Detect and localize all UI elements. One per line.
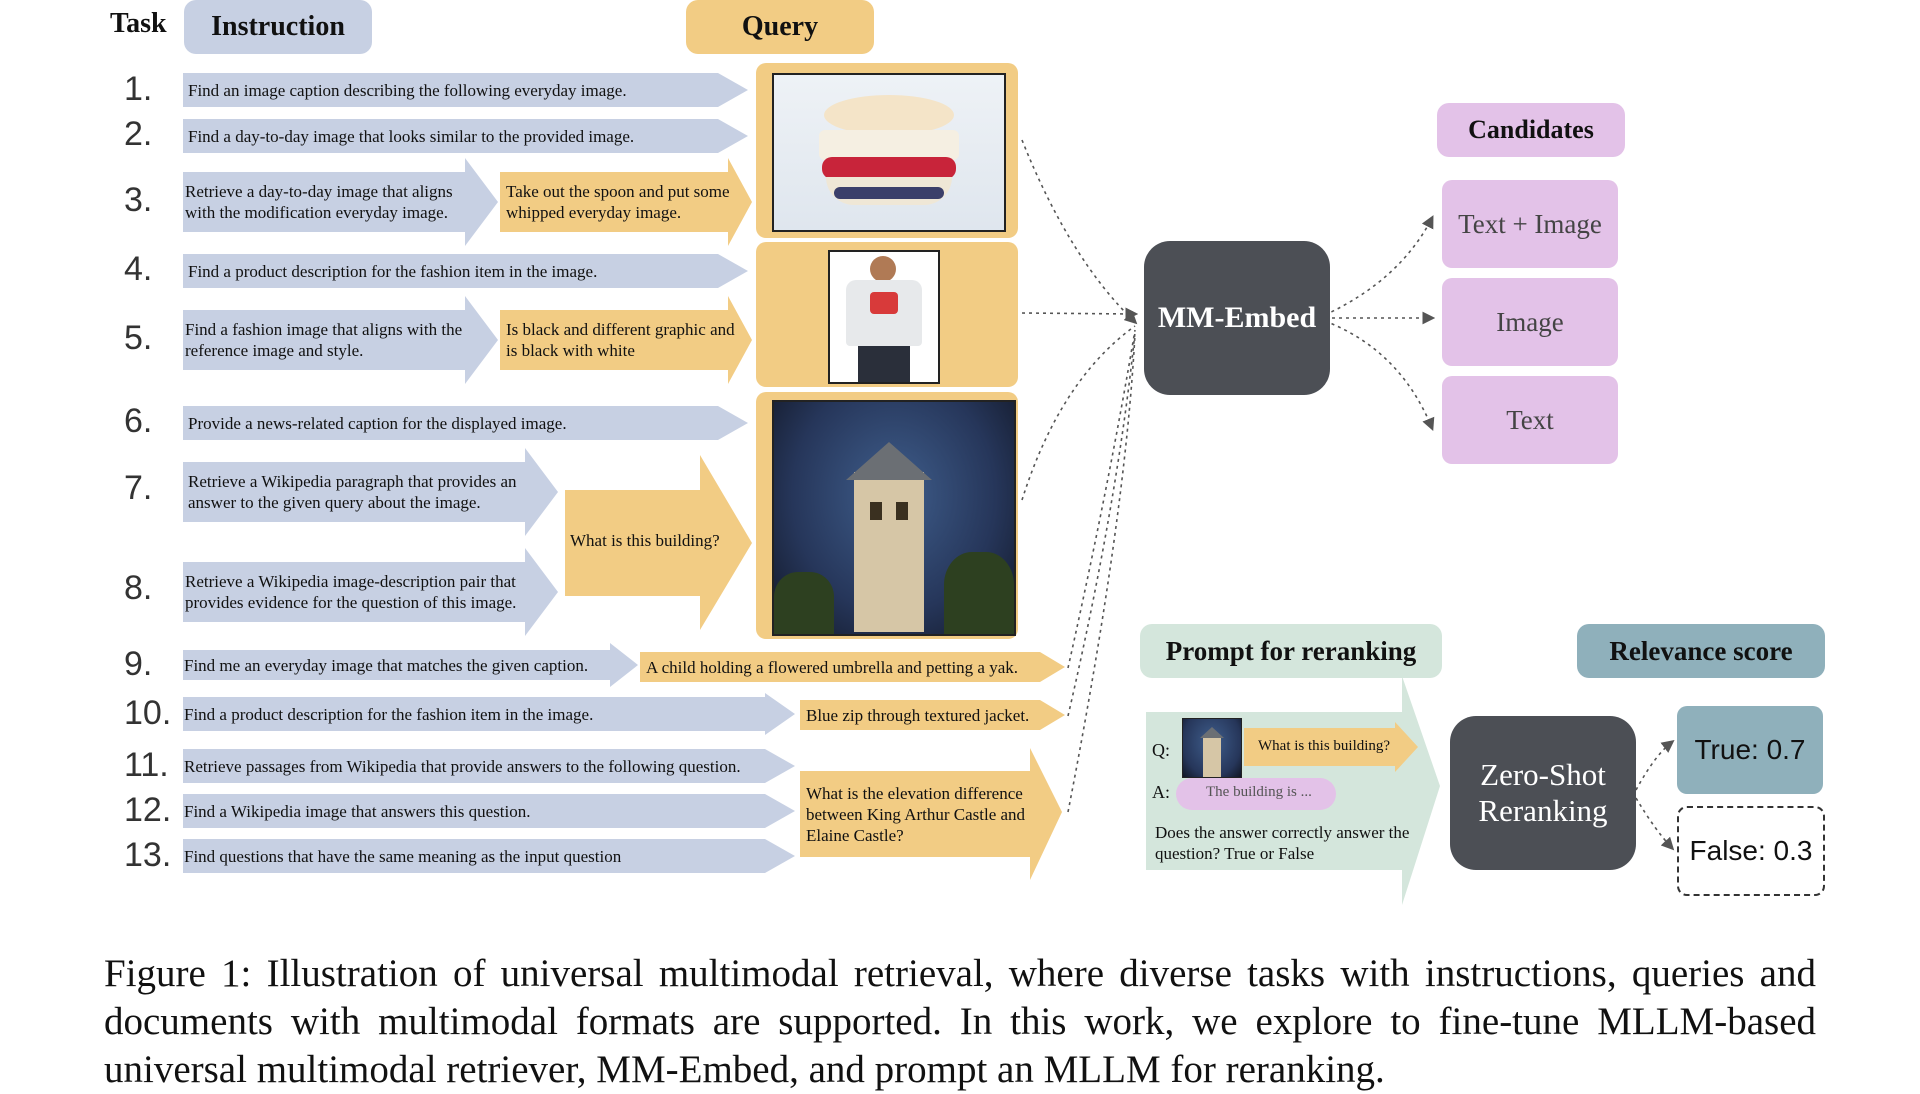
instruction-text-9: Find me an everyday image that matches t… (184, 655, 589, 675)
task-number-4: 4. (124, 250, 153, 288)
instruction-text-2: Find a day-to-day image that looks simil… (188, 126, 635, 146)
query-text-10: Blue zip through textured jacket. (806, 705, 1030, 725)
instruction-arrow-7 (183, 448, 558, 536)
query-arrow-11-13 (800, 748, 1062, 880)
query-text-9: A child holding a flowered umbrella and … (646, 657, 1019, 677)
instruction-text-8: Retrieve a Wikipedia image-description p… (185, 572, 517, 612)
instruction-text-4: Find a product description for the fashi… (188, 261, 598, 281)
prompt-question-arrow (1244, 722, 1418, 772)
mm-embed-model: MM-Embed (1144, 241, 1330, 395)
instruction-arrow-2 (183, 119, 748, 153)
relevance-score-header: Relevance score (1577, 624, 1825, 678)
task-number-2: 2. (124, 115, 153, 153)
task-header: Task (110, 8, 167, 39)
query-arrow-3 (500, 158, 752, 246)
instruction-text-11: Retrieve passages from Wikipedia that pr… (184, 756, 741, 776)
candidates-header: Candidates (1437, 103, 1625, 157)
instruction-arrow-13 (183, 839, 795, 873)
connectors-to-candidates (1324, 215, 1436, 431)
instruction-arrow-9 (183, 643, 638, 687)
prompt-question: What is this building? (1258, 738, 1391, 754)
tshirt-photo (828, 250, 940, 384)
prompt-a-label: A: (1152, 782, 1170, 802)
query-arrow-5 (500, 296, 752, 384)
query-text-11-13: What is the elevation difference between… (806, 783, 1026, 845)
true-score: True: 0.7 (1677, 706, 1823, 794)
candidate-text: Text (1442, 376, 1618, 464)
instruction-arrow-6 (183, 406, 748, 440)
dessert-photo (772, 73, 1006, 232)
instruction-text-12: Find a Wikipedia image that answers this… (184, 801, 531, 821)
query-arrow-10 (800, 700, 1065, 730)
prompt-answer: The building is ... (1206, 784, 1312, 800)
task-number-6: 6. (124, 402, 153, 440)
false-score: False: 0.3 (1677, 806, 1825, 896)
task-number-8: 8. (124, 569, 153, 607)
candidate-image: Image (1442, 278, 1618, 366)
connectors-to-scores (1635, 740, 1675, 851)
task-number-5: 5. (124, 319, 153, 357)
task-number-9: 9. (124, 645, 153, 683)
instruction-text-3: Retrieve a day-to-day image that aligns … (185, 182, 453, 222)
instruction-text-10: Find a product description for the fashi… (184, 704, 594, 724)
task-number-7: 7. (124, 469, 153, 507)
instruction-text-6: Provide a news-related caption for the d… (188, 413, 567, 433)
instruction-arrow-8 (183, 548, 558, 636)
instruction-text-1: Find an image caption describing the fol… (188, 80, 627, 100)
task-number-13: 13. (124, 836, 172, 874)
prompt-answer-pill (1176, 778, 1336, 810)
instruction-text-5: Find a fashion image that aligns with th… (185, 320, 463, 360)
query-header: Query (686, 0, 874, 54)
building-photo (772, 400, 1016, 636)
figure-caption: Figure 1: Illustration of universal mult… (104, 952, 1816, 1091)
task-number-1: 1. (124, 70, 153, 108)
instruction-arrow-11 (183, 749, 795, 783)
candidate-text-image: Text + Image (1442, 180, 1618, 268)
query-text-3: Take out the spoon and put some whipped … (506, 182, 730, 222)
instruction-text-7: Retrieve a Wikipedia paragraph that prov… (188, 472, 517, 512)
instruction-arrow-12 (183, 794, 795, 828)
task-number-10: 10. (124, 694, 172, 732)
zero-shot-reranking-model: Zero-Shot Reranking (1450, 716, 1636, 870)
instruction-text-13: Find questions that have the same meanin… (184, 846, 622, 866)
prompt-building-thumbnail (1182, 718, 1242, 778)
query-text-5: Is black and different graphic and is bl… (506, 320, 735, 360)
instruction-arrow-1 (183, 73, 748, 107)
prompt-q-label: Q: (1152, 740, 1170, 760)
query-text-7-8: What is this building? (570, 530, 720, 550)
task-number-3: 3. (124, 181, 153, 219)
prompt-instruction-text: Does the answer correctly answer the que… (1155, 823, 1410, 863)
prompt-header: Prompt for reranking (1140, 624, 1442, 678)
instruction-arrow-10 (183, 693, 795, 735)
task-number-11: 11. (124, 746, 169, 784)
query-arrow-9 (640, 652, 1065, 682)
task-number-12: 12. (124, 791, 172, 829)
instruction-arrow-3 (183, 158, 498, 246)
instruction-header: Instruction (184, 0, 372, 54)
connectors-to-model (1021, 139, 1139, 813)
instruction-arrow-4 (183, 254, 748, 288)
instruction-arrow-5 (183, 296, 498, 384)
query-arrow-7-8 (565, 455, 752, 630)
